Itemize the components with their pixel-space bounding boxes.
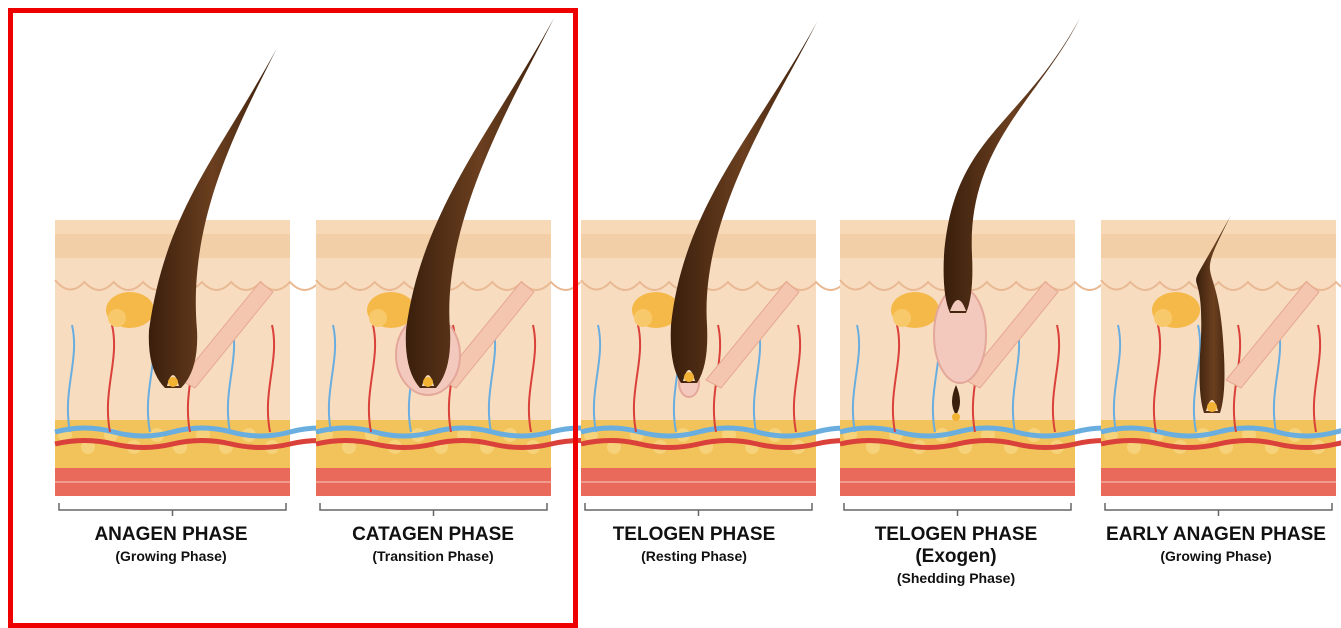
phase-title: TELOGEN PHASE [564, 524, 824, 546]
skin-panel [316, 18, 610, 516]
phase-label-exogen: TELOGEN PHASE (Exogen) (Shedding Phase) [826, 524, 1086, 588]
dermal-papilla [168, 377, 178, 387]
sebaceous-gland [893, 309, 911, 327]
dermal-papilla [952, 413, 960, 421]
phase-label-early-anagen: EARLY ANAGEN PHASE (Growing Phase) [1086, 524, 1341, 566]
phase-title: TELOGEN PHASE [826, 524, 1086, 546]
panel-bracket [1105, 503, 1332, 516]
epidermis-layer [55, 220, 290, 234]
dermal-papilla [1207, 402, 1217, 412]
dermal-papilla [423, 377, 433, 387]
phase-title: EARLY ANAGEN PHASE [1086, 524, 1341, 546]
skin-panel [840, 18, 1134, 516]
phase-title: ANAGEN PHASE [41, 524, 301, 546]
phase-extra: (Exogen) [826, 546, 1086, 568]
dermal-papilla [684, 372, 694, 382]
phase-subtitle: (Growing Phase) [41, 546, 301, 566]
epidermis-layer [1101, 220, 1336, 234]
panel-bracket [320, 503, 547, 516]
sebaceous-gland [108, 309, 126, 327]
panel-bracket [844, 503, 1071, 516]
skin-panel [581, 22, 875, 516]
phase-title: CATAGEN PHASE [303, 524, 563, 546]
phase-label-catagen: CATAGEN PHASE (Transition Phase) [303, 524, 563, 566]
phase-label-anagen: ANAGEN PHASE (Growing Phase) [41, 524, 301, 566]
sebaceous-gland [369, 309, 387, 327]
phase-label-telogen: TELOGEN PHASE (Resting Phase) [564, 524, 824, 566]
hair-growth-diagram [0, 0, 1341, 598]
sebaceous-gland [1154, 309, 1172, 327]
panel-bracket [59, 503, 286, 516]
sebaceous-gland [634, 309, 652, 327]
skin-panel [55, 48, 349, 516]
phase-subtitle: (Transition Phase) [303, 546, 563, 566]
skin-panel [1101, 215, 1341, 516]
panel-bracket [585, 503, 812, 516]
phase-subtitle: (Shedding Phase) [826, 568, 1086, 588]
phase-subtitle: (Growing Phase) [1086, 546, 1341, 566]
phase-subtitle: (Resting Phase) [564, 546, 824, 566]
